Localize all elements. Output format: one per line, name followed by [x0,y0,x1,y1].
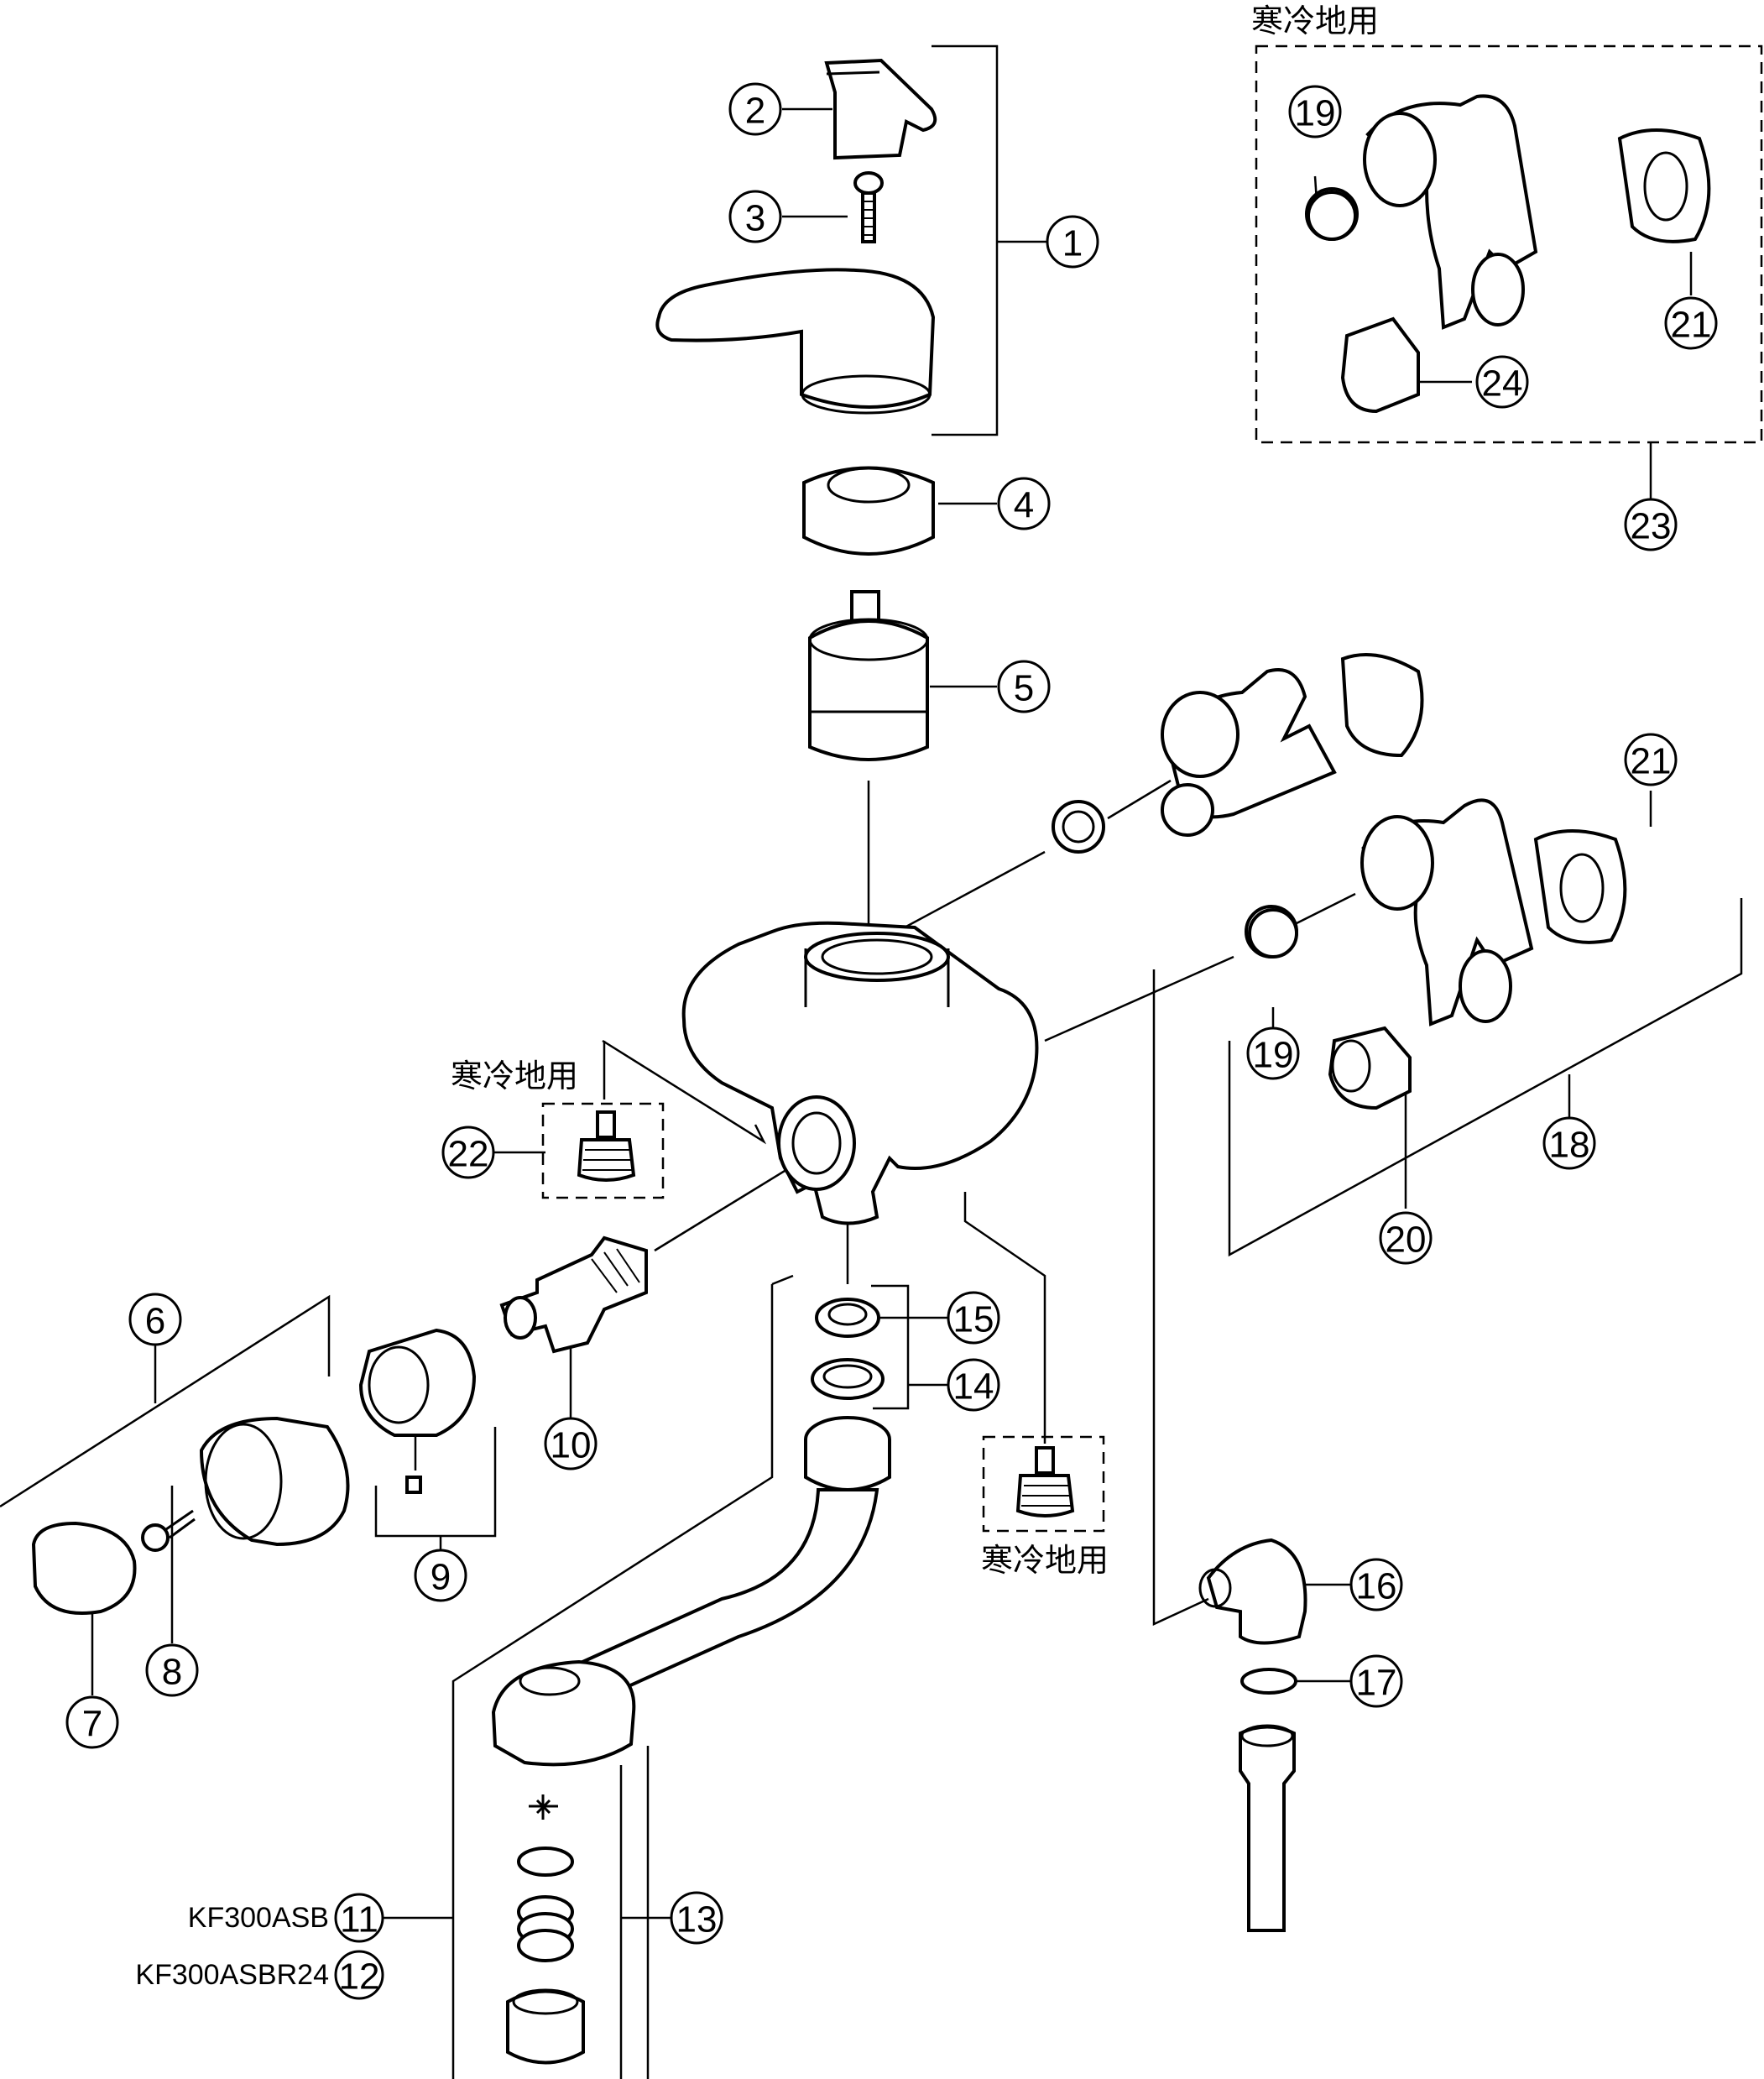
cold-valve-20-part [1328,1026,1412,1110]
cartridge-part [808,590,929,761]
callout-19-lower: 19 [1246,1026,1300,1080]
callout-23: 23 [1624,498,1678,551]
model-label-kf300asb: KF300ASB [188,1902,329,1934]
cap-7-part [31,1521,137,1615]
screw-8-part [141,1509,196,1552]
cold-valve-lower-part [1015,1446,1075,1517]
callout-7: 7 [65,1695,119,1749]
svg-text:12: 12 [339,1956,380,1998]
leader-lines [0,44,1743,2079]
ring-14-part [811,1358,885,1400]
svg-text:20: 20 [1386,1220,1427,1261]
callout-4: 4 [997,477,1051,530]
cold-region-label-bottom: 寒冷地用 [981,1544,1109,1579]
svg-text:14: 14 [953,1366,994,1408]
callout-20: 20 [1379,1211,1433,1265]
svg-text:15: 15 [953,1299,994,1340]
callouts: 1 2 3 4 5 6 7 8 9 10 11 12 13 14 15 16 1… [65,82,1718,2000]
hot-ring-9-part [358,1328,477,1494]
svg-text:3: 3 [745,198,765,239]
cold-region-elbow-part [1305,94,1711,414]
callout-1: 1 [1046,215,1099,269]
packing-19-part [1248,191,1357,959]
callout-18: 18 [1542,1116,1596,1170]
callout-15: 15 [947,1291,1000,1345]
svg-text:21: 21 [1631,741,1672,782]
svg-text:23: 23 [1631,506,1672,547]
svg-text:1: 1 [1062,223,1083,264]
svg-text:5: 5 [1014,668,1034,709]
hose-part [1239,1724,1296,1932]
cold-region-labels: 寒冷地用 寒冷地用 寒冷地用 [451,4,1379,1579]
spout-part [491,1416,891,1767]
packing-15-part [815,1298,880,1338]
callout-16: 16 [1349,1558,1403,1611]
svg-text:19: 19 [1253,1035,1294,1076]
callout-9: 9 [414,1549,467,1602]
svg-text:6: 6 [145,1301,165,1342]
screw-part [853,171,884,243]
lever-handle-part [655,268,936,415]
callout-22: 22 [441,1126,495,1179]
callout-11: 11 [334,1893,384,1943]
callout-12: 12 [334,1950,384,2000]
model-labels: KF300ASB KF300ASBR24 [135,1902,329,1991]
svg-text:10: 10 [551,1425,592,1466]
callout-21-lower: 21 [1624,733,1678,786]
svg-text:21: 21 [1671,305,1712,346]
cold-region-boxes [541,44,1763,1533]
svg-text:2: 2 [745,91,765,132]
upper-elbow-pipe-part [1052,653,1424,854]
callout-24: 24 [1475,355,1529,409]
svg-text:4: 4 [1014,485,1034,526]
aerator-parts [506,1794,585,2065]
cold-region-label-left: 寒冷地用 [451,1059,578,1094]
callout-8: 8 [145,1643,199,1697]
valve-body-part [681,921,1039,1225]
callout-19-upper: 19 [1288,85,1342,138]
callout-13: 13 [670,1891,723,1945]
callout-10: 10 [544,1417,598,1470]
cover-nut-part [802,466,935,556]
svg-text:22: 22 [448,1134,489,1175]
callout-5: 5 [997,660,1051,713]
svg-text:8: 8 [162,1652,182,1693]
callout-14: 14 [947,1358,1000,1412]
svg-text:16: 16 [1356,1566,1397,1607]
svg-text:11: 11 [340,1899,378,1941]
cold-valve-22-part [577,1110,636,1182]
model-label-kf300asbr24: KF300ASBR24 [135,1959,329,1991]
elbow-16-part [1198,1538,1307,1645]
svg-text:9: 9 [431,1557,451,1598]
svg-text:19: 19 [1295,93,1336,134]
callout-2: 2 [728,82,782,136]
handle-cap-part [824,58,937,160]
lower-elbow-pipe-part [1245,798,1627,1026]
svg-text:7: 7 [82,1704,102,1745]
callout-3: 3 [728,190,782,243]
svg-text:13: 13 [676,1899,718,1941]
callout-21-upper: 21 [1664,296,1718,350]
handle-6-part [199,1416,350,1547]
callout-6: 6 [128,1293,182,1346]
svg-text:24: 24 [1482,363,1523,405]
packing-17-part [1240,1668,1297,1695]
switching-valve-part [499,1235,648,1354]
svg-text:17: 17 [1356,1663,1397,1704]
svg-text:18: 18 [1549,1125,1590,1166]
cold-region-label-top: 寒冷地用 [1251,4,1379,39]
callout-17: 17 [1349,1654,1403,1708]
